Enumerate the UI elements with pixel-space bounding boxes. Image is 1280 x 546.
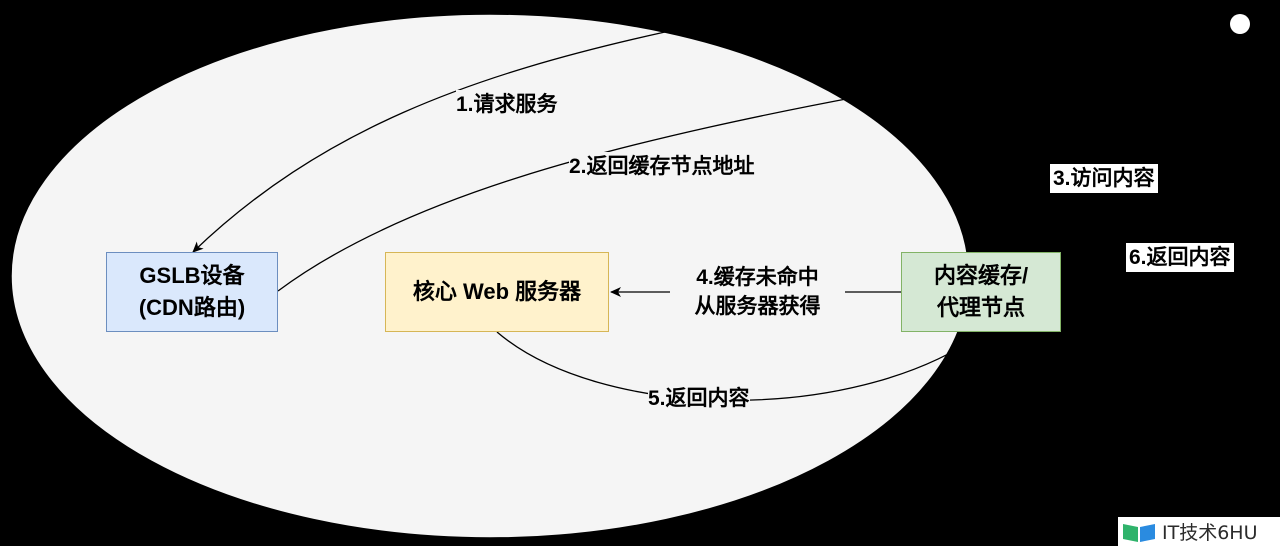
watermark-text: IT技术6HU	[1162, 522, 1258, 544]
edge-label-step3: 3.访问内容	[1050, 164, 1158, 193]
gslb-device-node: GSLB设备 (CDN路由)	[106, 252, 278, 332]
edge-label-step2: 2.返回缓存节点地址	[569, 152, 755, 181]
watermark: IT技术6HU	[1118, 517, 1280, 546]
gslb-device-label: GSLB设备 (CDN路由)	[138, 263, 246, 320]
white-dot	[1230, 14, 1250, 34]
edge-label-step1: 1.请求服务	[456, 90, 558, 119]
core-web-server-label: 核心 Web 服务器	[412, 279, 582, 304]
cache-proxy-node: 内容缓存/ 代理节点	[901, 252, 1061, 332]
edge-request-service	[192, 31, 666, 253]
edge-return-node-address	[277, 95, 863, 292]
core-web-server-node: 核心 Web 服务器	[385, 252, 609, 332]
cache-proxy-label: 内容缓存/ 代理节点	[933, 263, 1029, 320]
edge-label-step6: 6.返回内容	[1126, 243, 1234, 272]
edge-label-step4: 4.缓存未命中 从服务器获得	[670, 263, 845, 321]
book-logo-icon	[1122, 521, 1156, 543]
edge-label-step5: 5.返回内容	[648, 384, 750, 413]
